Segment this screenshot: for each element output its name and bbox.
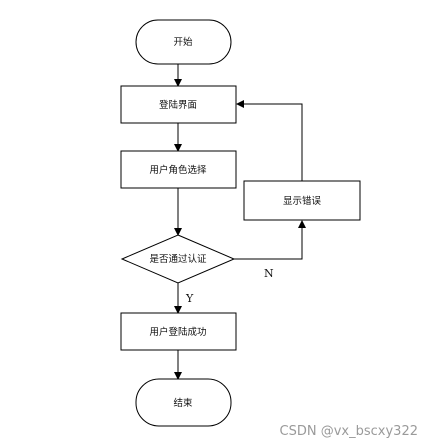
start-terminal: 开始 <box>135 19 232 65</box>
arrow-error-to-login <box>236 100 303 181</box>
login-success-box: 用户登陆成功 <box>120 312 237 351</box>
no-label: N <box>264 267 274 280</box>
yes-label: Y <box>185 292 194 305</box>
show-error-box: 显示错误 <box>243 180 361 221</box>
end-terminal: 结束 <box>135 378 232 427</box>
login-page-box: 登陆界面 <box>120 85 237 124</box>
login-success-label: 用户登陆成功 <box>149 326 206 338</box>
decision-diamond: 是否通过认证 <box>120 234 236 284</box>
arrow-decision-to-error <box>234 220 306 260</box>
show-error-label: 显示错误 <box>283 195 322 207</box>
end-label: 结束 <box>173 397 193 409</box>
decision-label: 是否通过认证 <box>149 253 207 265</box>
watermark-text: CSDN @vx_bscxy322 <box>279 424 418 439</box>
role-select-label: 用户角色选择 <box>149 164 207 176</box>
role-select-box: 用户角色选择 <box>120 150 237 189</box>
start-label: 开始 <box>173 36 193 48</box>
login-page-label: 登陆界面 <box>159 99 197 111</box>
